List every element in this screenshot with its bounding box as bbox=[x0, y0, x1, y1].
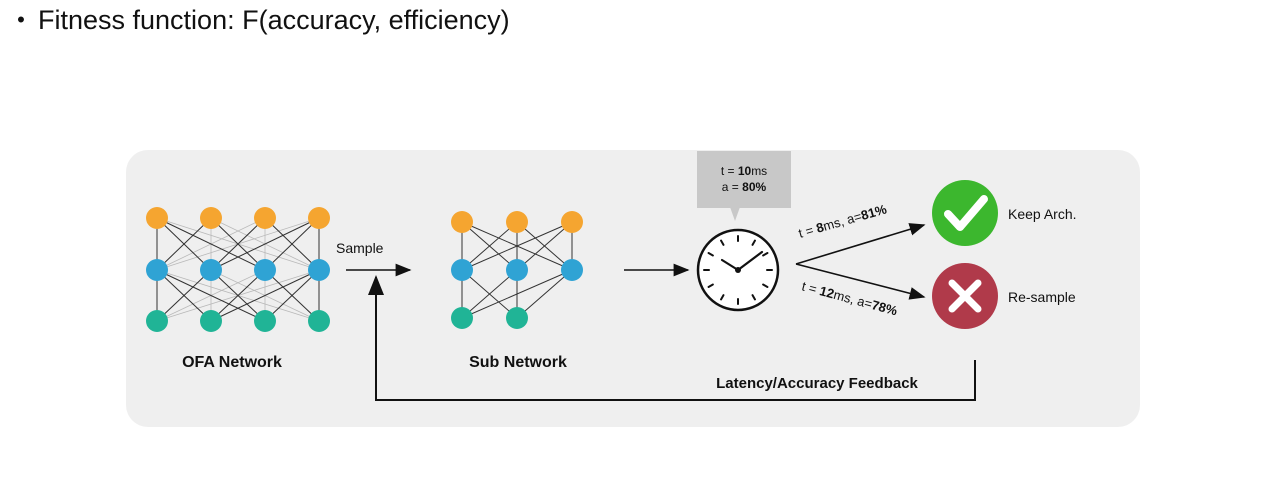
clock-tick bbox=[751, 294, 756, 301]
ofa-edge bbox=[156, 269, 266, 322]
bullet-text: Fitness function: F(accuracy, efficiency… bbox=[38, 5, 510, 35]
ofa-network-label: OFA Network bbox=[182, 354, 282, 371]
cross-icon bbox=[932, 263, 998, 329]
keep-t-prefix: t = bbox=[797, 221, 819, 241]
ofa-edge bbox=[210, 269, 266, 322]
ofa-node bbox=[146, 310, 168, 332]
ofa-edge bbox=[264, 269, 320, 322]
svg-text:t = 10ms: t = 10ms bbox=[721, 164, 767, 178]
sub-node bbox=[506, 211, 528, 233]
clock-tick bbox=[762, 252, 769, 257]
sub-network bbox=[451, 211, 583, 329]
bubble-t-value: 10 bbox=[738, 164, 752, 178]
bullet-item: • Fitness function: F(accuracy, efficien… bbox=[4, 2, 510, 38]
ofa-node bbox=[254, 310, 276, 332]
clock-tick bbox=[707, 283, 714, 288]
bullet-dot: • bbox=[17, 7, 25, 32]
sub-edge bbox=[516, 269, 573, 319]
keep-a-value: 81% bbox=[859, 201, 889, 223]
sub-node bbox=[451, 307, 473, 329]
sub-network-edges bbox=[461, 221, 573, 319]
ofa-edge bbox=[156, 217, 266, 271]
ofa-edge bbox=[210, 217, 320, 271]
sub-edge bbox=[461, 221, 573, 271]
sub-node bbox=[561, 211, 583, 233]
ofa-node bbox=[308, 207, 330, 229]
ofa-node bbox=[308, 259, 330, 281]
check-icon bbox=[932, 180, 998, 246]
clock-tick bbox=[720, 294, 725, 301]
feedback-loop-arrow bbox=[368, 275, 976, 401]
ofa-network bbox=[146, 207, 330, 332]
keep-arch-label: Keep Arch. bbox=[1008, 206, 1077, 222]
sub-network-label: Sub Network bbox=[469, 354, 567, 371]
ofa-node bbox=[254, 259, 276, 281]
keep-branch-arrow bbox=[795, 223, 926, 265]
bubble-t-prefix: t = bbox=[721, 164, 738, 178]
bubble-a-prefix: a = bbox=[722, 180, 742, 194]
resample-t-value: 12 bbox=[818, 283, 836, 301]
clock-tick bbox=[751, 239, 756, 246]
bubble-a-value: 80% bbox=[742, 180, 766, 194]
feedback-label: Latency/Accuracy Feedback bbox=[716, 375, 918, 392]
ofa-edge bbox=[210, 269, 320, 322]
ofa-node bbox=[200, 310, 222, 332]
bubble-t-unit: ms bbox=[751, 164, 767, 178]
diagram-panel bbox=[126, 150, 1140, 427]
clock-icon bbox=[696, 228, 780, 312]
clock-tick bbox=[707, 252, 714, 257]
sub-node bbox=[451, 259, 473, 281]
ofa-node bbox=[200, 207, 222, 229]
sub-edge bbox=[461, 221, 518, 271]
resample-label: Re-sample bbox=[1008, 289, 1076, 305]
sub-edge bbox=[516, 221, 573, 271]
ofa-node bbox=[146, 207, 168, 229]
ofa-edge bbox=[210, 217, 266, 271]
sub-node bbox=[561, 259, 583, 281]
keep-t-value: 8 bbox=[814, 219, 825, 235]
resample-a-value: 78% bbox=[870, 297, 899, 318]
ofa-edge bbox=[156, 217, 212, 271]
sub-node bbox=[451, 211, 473, 233]
ofa-node bbox=[254, 207, 276, 229]
clock-tick bbox=[720, 239, 725, 246]
sub-edge bbox=[461, 269, 518, 319]
ofa-node bbox=[200, 259, 222, 281]
resample-branch-arrow bbox=[795, 263, 926, 300]
sub-node bbox=[506, 307, 528, 329]
ofa-node bbox=[308, 310, 330, 332]
measurement-bubble: t = 10ms a = 80% bbox=[697, 151, 791, 221]
sub-edge bbox=[461, 269, 573, 319]
sample-label: Sample bbox=[336, 240, 384, 256]
resample-t-prefix: t = bbox=[800, 278, 822, 297]
sub-node bbox=[506, 259, 528, 281]
svg-text:a = 80%: a = 80% bbox=[722, 180, 767, 194]
ofa-edge bbox=[156, 269, 212, 322]
clock-tick bbox=[762, 283, 769, 288]
ofa-node bbox=[146, 259, 168, 281]
ofa-edge bbox=[264, 217, 320, 271]
